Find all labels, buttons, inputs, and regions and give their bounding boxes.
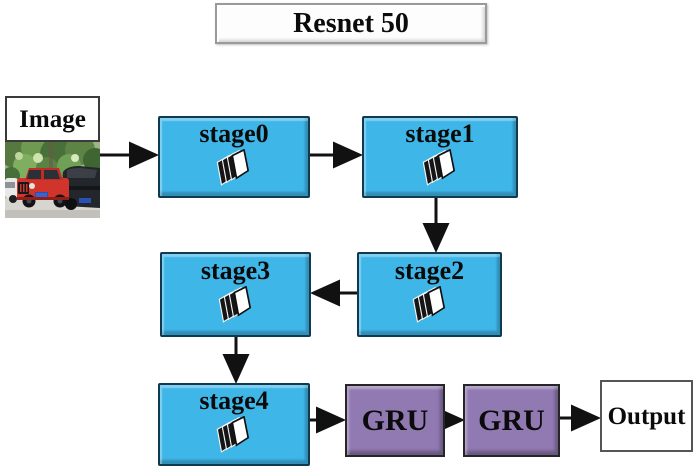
- input-image-label-box: Image: [5, 96, 100, 142]
- node-stage4-label: stage4: [199, 386, 269, 415]
- jeep-photo-illustration: [5, 142, 100, 218]
- node-gru-1: GRU: [345, 384, 445, 457]
- node-stage0: stage0: [158, 116, 310, 198]
- node-output: Output: [600, 380, 693, 452]
- node-stage3-label: stage3: [200, 256, 271, 285]
- stacked-feature-maps-icon: [214, 148, 254, 194]
- stacked-feature-maps-icon: [216, 285, 256, 331]
- node-stage4: stage4: [158, 383, 310, 466]
- diagram-title: Resnet 50: [293, 7, 409, 39]
- input-image-label: Image: [19, 105, 86, 133]
- stacked-feature-maps-icon: [410, 285, 450, 331]
- node-stage1-label: stage1: [405, 118, 475, 148]
- node-gru-2: GRU: [463, 384, 560, 457]
- node-stage2-label: stage2: [394, 256, 465, 285]
- red-jeep-photo: [5, 142, 100, 218]
- diagram-title-box: Resnet 50: [215, 3, 487, 44]
- node-gru-2-label: GRU: [478, 403, 545, 437]
- node-output-label: Output: [607, 402, 686, 430]
- node-stage2: stage2: [357, 252, 502, 337]
- node-stage3: stage3: [160, 252, 311, 337]
- node-gru-1-label: GRU: [361, 403, 429, 437]
- node-stage1: stage1: [362, 116, 518, 198]
- node-stage0-label: stage0: [199, 118, 269, 148]
- stacked-feature-maps-icon: [420, 148, 460, 194]
- stacked-feature-maps-icon: [214, 415, 254, 461]
